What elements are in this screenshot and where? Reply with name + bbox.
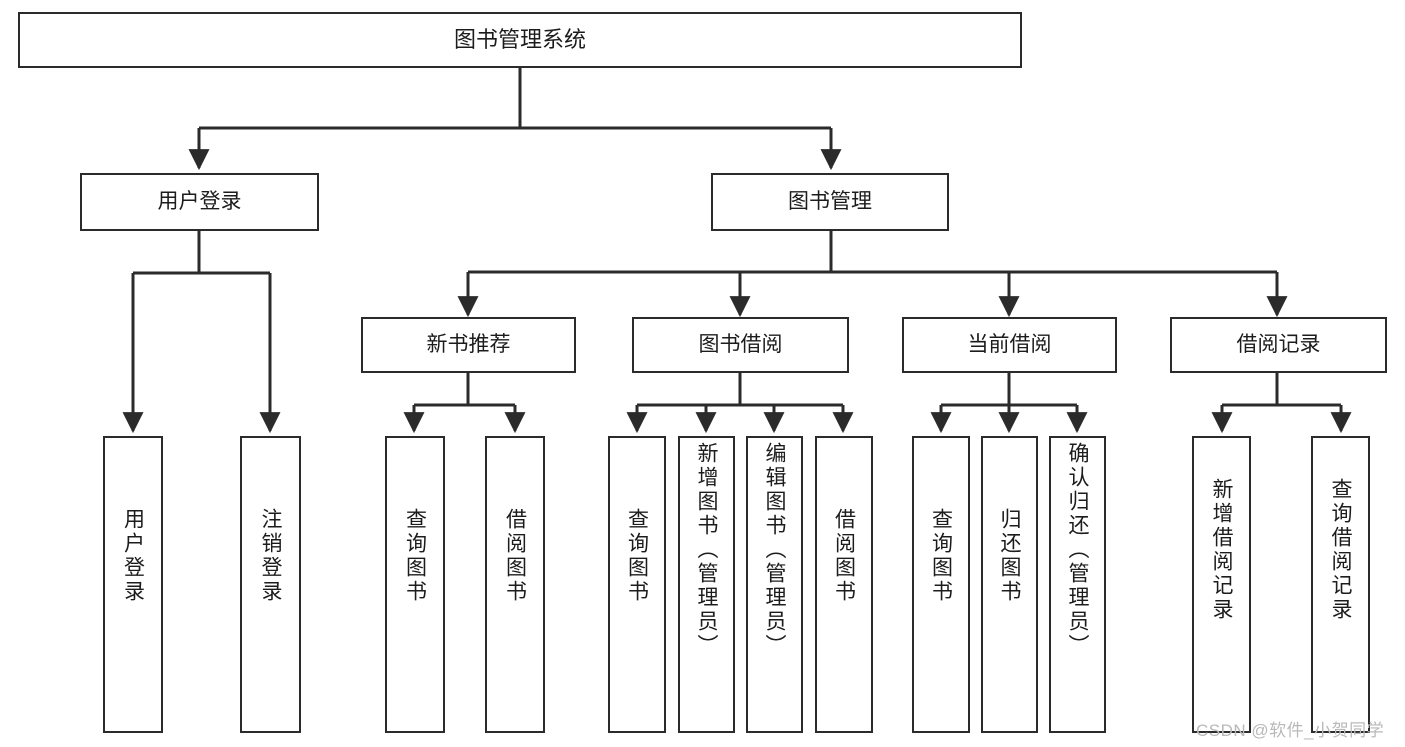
node-book-borrow-label: 图书借阅 xyxy=(698,332,783,356)
node-leaf-confirm-return[interactable]: 确认归还（管理员） xyxy=(1049,436,1106,733)
node-root-label: 图书管理系统 xyxy=(453,27,586,53)
node-leaf-user-login[interactable]: 用户登录 xyxy=(103,436,163,733)
node-user-login-label: 用户登录 xyxy=(157,189,242,213)
node-leaf-return-book[interactable]: 归还图书 xyxy=(981,436,1038,733)
node-leaf-return-book-label: 归还图书 xyxy=(998,508,1021,604)
node-leaf-add-borrow-record-label: 新增借阅记录 xyxy=(1210,478,1233,622)
node-leaf-confirm-return-label: 确认归还（管理员） xyxy=(1066,442,1089,658)
node-root[interactable]: 图书管理系统 xyxy=(18,12,1022,68)
node-book-management-label: 图书管理 xyxy=(788,189,872,213)
node-new-book-recommend-label: 新书推荐 xyxy=(426,332,511,356)
node-user-login[interactable]: 用户登录 xyxy=(80,173,319,231)
node-leaf-query-book-borrow-label: 查询图书 xyxy=(625,508,649,604)
node-leaf-borrow-book-label: 借阅图书 xyxy=(832,508,856,604)
node-leaf-borrow-book-recommend[interactable]: 借阅图书 xyxy=(485,436,545,733)
node-book-borrow[interactable]: 图书借阅 xyxy=(632,317,849,373)
node-leaf-logout-label: 注销登录 xyxy=(259,508,282,604)
node-leaf-borrow-book-recommend-label: 借阅图书 xyxy=(503,508,527,604)
node-leaf-query-borrow-record[interactable]: 查询借阅记录 xyxy=(1311,436,1370,733)
node-current-borrow-label: 当前借阅 xyxy=(967,332,1052,356)
node-leaf-query-book-recommend-label: 查询图书 xyxy=(403,508,427,604)
node-current-borrow[interactable]: 当前借阅 xyxy=(902,317,1117,373)
node-borrow-record[interactable]: 借阅记录 xyxy=(1170,317,1387,373)
node-new-book-recommend[interactable]: 新书推荐 xyxy=(361,317,576,373)
node-leaf-add-book-label: 新增图书（管理员） xyxy=(695,442,718,658)
node-borrow-record-label: 借阅记录 xyxy=(1236,332,1321,356)
node-leaf-edit-book[interactable]: 编辑图书（管理员） xyxy=(746,436,803,733)
node-leaf-add-book[interactable]: 新增图书（管理员） xyxy=(678,436,735,733)
node-leaf-query-book-current-label: 查询图书 xyxy=(929,508,953,604)
node-leaf-user-login-label: 用户登录 xyxy=(121,508,145,604)
node-leaf-borrow-book[interactable]: 借阅图书 xyxy=(815,436,873,733)
node-leaf-query-book-current[interactable]: 查询图书 xyxy=(912,436,970,733)
watermark: CSDN @软件_小贺同学 xyxy=(1196,721,1385,740)
node-leaf-query-borrow-record-label: 查询借阅记录 xyxy=(1329,478,1352,622)
node-leaf-query-book-recommend[interactable]: 查询图书 xyxy=(385,436,445,733)
node-book-management[interactable]: 图书管理 xyxy=(711,173,949,231)
node-leaf-add-borrow-record[interactable]: 新增借阅记录 xyxy=(1192,436,1251,733)
node-leaf-edit-book-label: 编辑图书（管理员） xyxy=(763,442,786,658)
node-leaf-logout[interactable]: 注销登录 xyxy=(240,436,301,733)
node-leaf-query-book-borrow[interactable]: 查询图书 xyxy=(608,436,666,733)
